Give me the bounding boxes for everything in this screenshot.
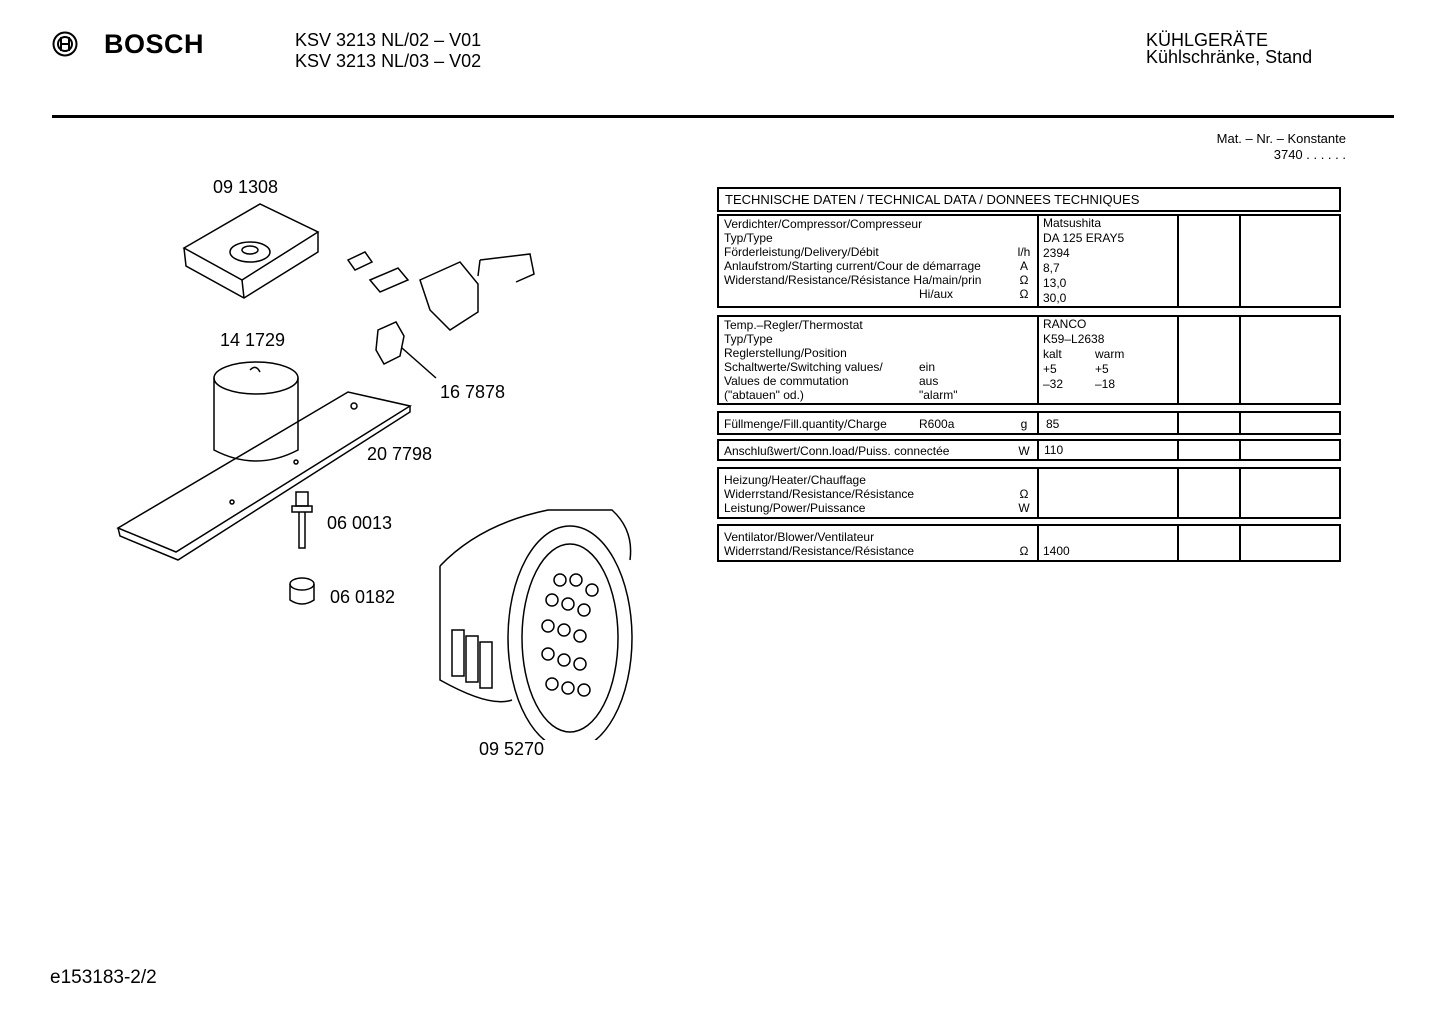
- empty-cell: [1179, 216, 1241, 306]
- switch-off-cold: –32: [1043, 377, 1064, 391]
- heater-block: Heizung/Heater/Chauffage Widerrstand/Res…: [717, 467, 1341, 519]
- blower-label: Ventilator/Blower/Ventilateur: [724, 530, 875, 544]
- starting-current-label: Anlaufstrom/Starting current/Cour de dém…: [724, 259, 981, 273]
- bosch-logo-icon: [52, 31, 78, 57]
- blower-resistance-unit: Ω: [1019, 544, 1029, 558]
- brand-name: BOSCH: [104, 29, 205, 59]
- switch-on-warm: +5: [1095, 362, 1109, 376]
- empty-cell: [1039, 469, 1179, 517]
- parts-drawing: [116, 203, 633, 740]
- load-value: 110: [1044, 443, 1064, 457]
- model-line-1: KSV 3213 NL/02 – V01: [295, 30, 482, 50]
- category-line-2: Kühlschränke, Stand: [1146, 47, 1313, 67]
- commutation-label: Values de commutation: [724, 374, 849, 388]
- empty-cell: [1241, 216, 1339, 306]
- delivery-unit: l/h: [1017, 245, 1031, 259]
- switch-on-label: ein: [919, 360, 936, 374]
- part-number-095270: 09 5270: [479, 739, 545, 759]
- mat-value: 3740 . . . . . .: [1273, 147, 1346, 162]
- empty-cell: [1241, 317, 1339, 403]
- fan-cover-part: [439, 509, 633, 740]
- resistance-main-label: Widerstand/Resistance/Résistance Ha/main…: [724, 273, 982, 287]
- position-label: Reglerstellung/Position: [724, 346, 847, 360]
- empty-cell: [1179, 317, 1241, 403]
- switching-values-label: Schaltwerte/Switching values/: [724, 360, 883, 374]
- category-line-1: KÜHLGERÄTE: [1146, 30, 1269, 50]
- empty-cell: [1241, 441, 1339, 459]
- part-number-207798: 20 7798: [367, 444, 433, 464]
- blower-resistance-label: Widerrstand/Resistance/Résistance: [724, 544, 915, 558]
- delivery-label: Förderleistung/Delivery/Débit: [724, 245, 879, 259]
- bolt-part: [291, 491, 313, 549]
- compressor-type: DA 125 ERAY5: [1043, 231, 1125, 245]
- part-number-060013: 06 0013: [327, 513, 393, 533]
- fill-value: 85: [1046, 417, 1060, 431]
- technical-data-title: TECHNISCHE DATEN / TECHNICAL DATA / DONN…: [717, 187, 1341, 212]
- starting-current-unit: A: [1019, 259, 1028, 273]
- thermostat-make: RANCO: [1043, 317, 1087, 331]
- empty-cell: [1179, 441, 1241, 459]
- blower-block: Ventilator/Blower/Ventilateur Widerrstan…: [717, 524, 1341, 562]
- refrigerant-label: R600a: [919, 417, 955, 431]
- alarm-label: "alarm": [919, 388, 958, 402]
- thermostat-label: Temp.–Regler/Thermostat: [724, 318, 863, 332]
- empty-cell: [1179, 413, 1241, 433]
- position-cold: kalt: [1043, 347, 1062, 361]
- part-number-167878: 16 7878: [440, 382, 506, 402]
- header-rule: [52, 115, 1394, 118]
- heater-power-unit: W: [1018, 501, 1030, 515]
- heater-power-label: Leistung/Power/Puissance: [724, 501, 866, 515]
- switch-off-warm: –18: [1095, 377, 1116, 391]
- empty-cell: [1241, 413, 1339, 433]
- fill-unit: g: [1020, 417, 1028, 431]
- position-warm: warm: [1095, 347, 1125, 361]
- resistance-aux-unit: Ω: [1019, 287, 1029, 301]
- base-plate-part: [116, 391, 412, 561]
- empty-cell: [1241, 526, 1339, 560]
- part-number-091308: 09 1308: [213, 177, 279, 197]
- load-label: Anschlußwert/Conn.load/Puiss. connectée: [724, 444, 950, 458]
- compressor-make: Matsushita: [1043, 216, 1102, 230]
- resistance-main-unit: Ω: [1019, 273, 1029, 287]
- load-unit: W: [1018, 444, 1030, 458]
- fill-label: Füllmenge/Fill.quantity/Charge: [724, 417, 887, 431]
- model-line-2: KSV 3213 NL/03 – V02: [295, 51, 482, 71]
- empty-cell: [1241, 469, 1339, 517]
- empty-cell: [1179, 469, 1241, 517]
- thermostat-block: Temp.–Regler/Thermostat Typ/Type Reglers…: [717, 315, 1341, 405]
- heater-resistance-unit: Ω: [1019, 487, 1029, 501]
- heater-label: Heizung/Heater/Chauffage: [724, 473, 866, 487]
- load-block: Anschlußwert/Conn.load/Puiss. connectée W…: [717, 439, 1341, 461]
- fill-block: Füllmenge/Fill.quantity/Charge R600a g 85: [717, 411, 1341, 435]
- compressor-block: Verdichter/Compressor/Compresseur Typ/Ty…: [717, 214, 1341, 308]
- thermostat-type: K59–L2638: [1043, 332, 1105, 346]
- compressor-type-label: Typ/Type: [724, 231, 773, 245]
- part-number-060182: 06 0182: [330, 587, 396, 607]
- relay-parts: [346, 251, 535, 331]
- switch-on-cold: +5: [1043, 362, 1057, 376]
- empty-cell: [1179, 526, 1241, 560]
- resistance-main-value: 13,0: [1043, 276, 1067, 290]
- switch-off-label: aus: [919, 374, 939, 388]
- compressor-part: [213, 361, 299, 462]
- resistance-aux-value: 30,0: [1043, 291, 1067, 305]
- blower-resistance-value: 1400: [1043, 544, 1070, 558]
- starting-current-value: 8,7: [1043, 261, 1060, 275]
- grommet-part: [289, 577, 315, 605]
- compressor-label: Verdichter/Compressor/Compresseur: [724, 217, 923, 231]
- document-code: e153183-2/2: [50, 967, 157, 988]
- thermostat-type-label: Typ/Type: [724, 332, 773, 346]
- delivery-value: 2394: [1043, 246, 1070, 260]
- heater-resistance-label: Widerrstand/Resistance/Résistance: [724, 487, 915, 501]
- thermostat-part: [375, 321, 437, 379]
- defrost-label: ("abtauen" od.): [724, 388, 804, 402]
- part-number-141729: 14 1729: [220, 330, 286, 350]
- resistance-aux-label: Hi/aux: [919, 287, 954, 301]
- mat-label: Mat. – Nr. – Konstante: [1216, 131, 1346, 146]
- drip-tray-part: [182, 203, 320, 299]
